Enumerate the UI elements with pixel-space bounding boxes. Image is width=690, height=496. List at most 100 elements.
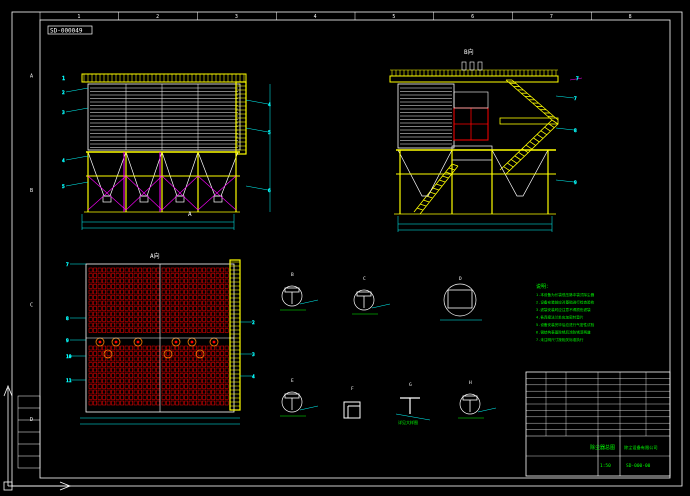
filter-bag xyxy=(93,300,97,306)
detail-profile xyxy=(447,289,473,309)
note-line: 5.设备安装完毕后应进行气密性试验 xyxy=(536,322,595,327)
filter-bag xyxy=(166,295,170,300)
filter-bag xyxy=(211,267,215,273)
filter-bag xyxy=(93,384,97,389)
filter-bag xyxy=(220,267,224,273)
filter-bag xyxy=(129,367,133,373)
filter-bag xyxy=(220,378,224,384)
filter-bag xyxy=(129,289,133,295)
filter-bag xyxy=(175,311,179,317)
leader-number: 7 xyxy=(66,262,69,268)
filter-bag xyxy=(211,384,215,389)
filter-bag xyxy=(120,306,124,311)
filter-bag xyxy=(188,384,193,389)
filter-bag xyxy=(102,273,106,278)
section-detail: C xyxy=(352,276,391,315)
filter-bag xyxy=(129,356,133,362)
filter-bag xyxy=(193,295,197,300)
leader-number: 7 xyxy=(574,96,577,102)
filter-bag xyxy=(88,300,93,306)
section-detail: G xyxy=(395,382,431,421)
filter-bag xyxy=(197,373,202,378)
filter-bag xyxy=(138,300,142,306)
filter-bag xyxy=(197,395,202,400)
filter-bag xyxy=(224,317,229,322)
leader-line xyxy=(65,107,89,113)
filter-bag xyxy=(138,384,142,389)
filter-bag xyxy=(220,278,224,284)
filter-bag xyxy=(193,267,197,273)
filter-bag xyxy=(97,278,102,284)
filter-bag xyxy=(197,278,202,284)
filter-bag xyxy=(93,389,97,395)
pulse-valve-core xyxy=(136,340,140,344)
filter-bag xyxy=(179,295,184,300)
filter-bag xyxy=(151,311,156,317)
filter-bag xyxy=(161,273,166,278)
filter-bag xyxy=(151,295,156,300)
leader-line xyxy=(245,99,269,105)
filter-bag xyxy=(106,384,111,389)
filter-bag xyxy=(206,300,211,306)
filter-bag xyxy=(120,373,124,378)
filter-bag xyxy=(211,389,215,395)
filter-bag xyxy=(102,278,106,284)
filter-bag xyxy=(197,317,202,322)
filter-bag xyxy=(133,278,138,284)
pulse-valve-core xyxy=(174,340,178,344)
filter-bag xyxy=(224,289,229,295)
filter-bag xyxy=(97,311,102,317)
filter-bag xyxy=(129,362,133,367)
filter-bag xyxy=(147,322,151,328)
filter-bag xyxy=(202,273,206,278)
filter-bag xyxy=(129,295,133,300)
filter-bag xyxy=(97,384,102,389)
filter-bag xyxy=(97,400,102,406)
filter-bag xyxy=(111,328,115,333)
filter-bag xyxy=(129,322,133,328)
filter-bag xyxy=(220,373,224,378)
filter-bag xyxy=(161,373,166,378)
filter-bag xyxy=(161,362,166,367)
filter-bag xyxy=(151,306,156,311)
filter-bag xyxy=(106,306,111,311)
filter-bag xyxy=(220,328,224,333)
filter-bag xyxy=(224,362,229,367)
filter-bag xyxy=(120,389,124,395)
filter-bag xyxy=(202,284,206,289)
filter-bag xyxy=(115,289,120,295)
filter-bag xyxy=(184,378,188,384)
filter-bag xyxy=(133,395,138,400)
filter-bag xyxy=(166,384,170,389)
filter-bag xyxy=(197,389,202,395)
filter-bag xyxy=(215,356,220,362)
filter-bag xyxy=(197,295,202,300)
filter-bag xyxy=(179,311,184,317)
filter-bag xyxy=(215,362,220,367)
filter-bag xyxy=(133,373,138,378)
filter-bag xyxy=(197,400,202,406)
filter-bag xyxy=(170,378,175,384)
filter-bag xyxy=(124,400,129,406)
filter-bag xyxy=(170,356,175,362)
leader-line xyxy=(569,77,583,81)
filter-bag xyxy=(193,351,197,356)
filter-bag xyxy=(170,317,175,322)
filter-bag xyxy=(133,362,138,367)
filter-bag xyxy=(224,367,229,373)
filter-bag xyxy=(161,400,166,406)
filter-bag xyxy=(151,373,156,378)
filter-bag xyxy=(93,273,97,278)
filter-bag xyxy=(170,328,175,333)
filter-bag xyxy=(215,395,220,400)
filter-bag xyxy=(179,400,184,406)
filter-bag xyxy=(224,300,229,306)
filter-bag xyxy=(220,284,224,289)
filter-bag xyxy=(102,362,106,367)
filter-bag xyxy=(211,328,215,333)
filter-bag xyxy=(170,289,175,295)
filter-bag xyxy=(106,284,111,289)
filter-bag xyxy=(133,400,138,406)
filter-bag xyxy=(220,289,224,295)
stair-step xyxy=(514,155,522,161)
